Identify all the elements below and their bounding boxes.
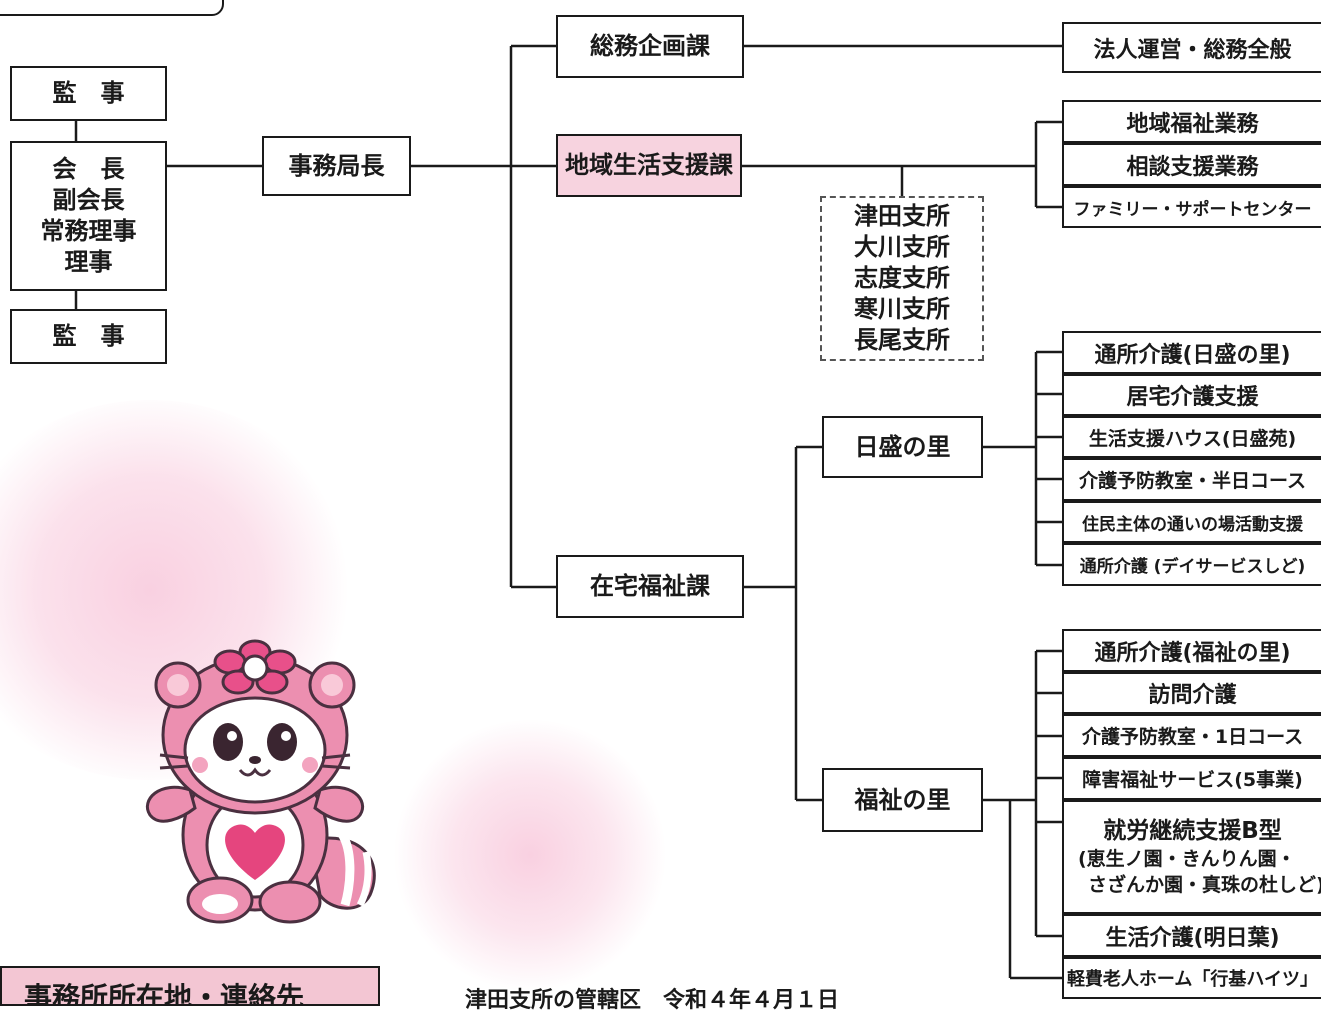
service-community-welfare: 地域福祉業務 [1062,100,1321,143]
pink-glow-center [390,720,670,990]
auditor-top-box: 監 事 [10,66,167,121]
service-living-support-house: 生活支援ハウス(日盛苑) [1062,416,1321,458]
service-prevention-fullday: 介護予防教室・1日コース [1062,714,1321,757]
board-managing-director: 常務理事 [40,217,137,245]
service-day-care-hisakari: 通所介護(日盛の里) [1062,331,1321,374]
secretary-general-box: 事務局長 [262,136,411,196]
service-home-visit-care: 訪問介護 [1062,672,1321,714]
branch-sangawa: 寒川支所 [854,295,950,323]
home-welfare-dept: 在宅福祉課 [556,555,744,618]
board-director: 理事 [64,248,113,276]
branch-nagao: 長尾支所 [854,326,950,354]
service-life-care-ashitaba: 生活介護(明日葉) [1062,914,1321,957]
service-corporate-admin: 法人運営・総務全般 [1062,22,1321,73]
branch-okawa: 大川支所 [854,233,950,261]
service-disability-welfare: 障害福祉サービス(5事業) [1062,757,1321,800]
employment-support-title: 就労継続支援B型 [1103,817,1282,844]
service-family-support-center: ファミリー・サポートセンター [1062,186,1321,228]
employment-support-facilities-1: (恵生ノ園・きんりん園・ [1078,847,1296,870]
office-location-tab: 事務所所在地・連絡先 [0,966,405,1006]
employment-support-facilities-2: さざんか園・真珠の杜しど) [1088,873,1321,896]
auditor-bottom-box: 監 事 [10,309,167,364]
board-chairman: 会 長 [52,155,125,183]
service-prevention-halfday: 介護予防教室・半日コース [1062,458,1321,501]
footer-note: 津田支所の管轄区 令和４年４月１日 [465,988,840,1013]
branch-shido: 志度支所 [854,264,950,292]
hisakari-facility: 日盛の里 [822,416,983,478]
service-day-care-fukushi: 通所介護(福祉の里) [1062,629,1321,672]
service-home-care-support: 居宅介護支援 [1062,374,1321,416]
top-banner [0,0,224,16]
fukushi-facility: 福祉の里 [822,768,983,832]
service-resident-gathering-support: 住民主体の通いの場活動支援 [1062,501,1321,543]
general-planning-dept: 総務企画課 [556,15,744,78]
branch-tsuda: 津田支所 [854,202,950,230]
office-location-tab-label: 事務所所在地・連絡先 [24,981,305,1006]
service-consultation-support: 相談支援業務 [1062,143,1321,186]
service-day-service-shido: 通所介護 (デイサービスしど) [1062,543,1321,586]
mascot-illustration [146,639,376,924]
board-box: 会 長 副会長 常務理事 理事 [10,141,167,291]
community-support-dept: 地域生活支援課 [556,134,742,197]
board-vice-chairman: 副会長 [52,186,125,214]
service-care-house-gyoki: 軽費老人ホーム「行基ハイツ」 [1062,957,1321,999]
branch-offices-box: 津田支所 大川支所 志度支所 寒川支所 長尾支所 [820,196,984,361]
service-employment-support-b: 就労継続支援B型 (恵生ノ園・きんりん園・ さざんか園・真珠の杜しど) [1062,800,1321,914]
